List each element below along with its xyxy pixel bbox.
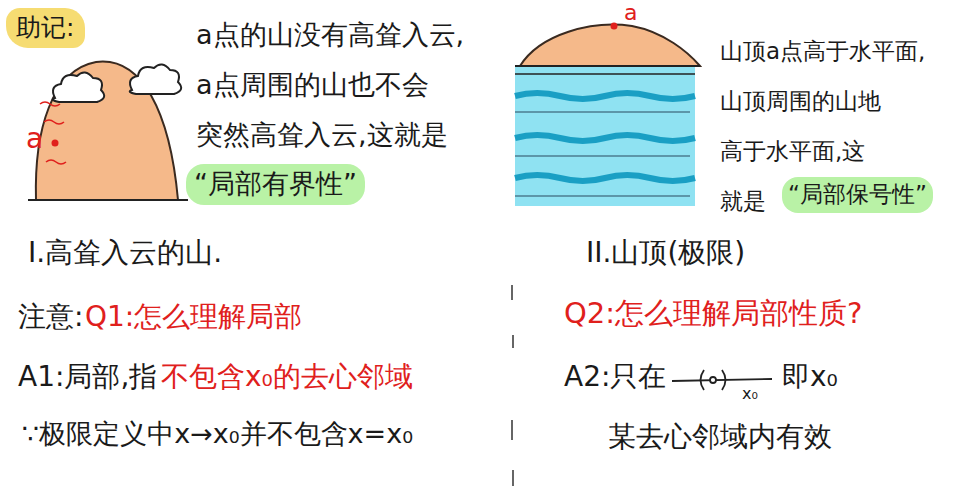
answer-text: 某去心邻域内有效 [608, 420, 832, 454]
highlight-yellow: 助记: [6, 8, 85, 48]
note-text: 山顶a点高于水平面, 山顶周围的山地 高于水平面,这 就是 [720, 26, 964, 226]
note-text: 注意: [18, 300, 83, 334]
highlight-text: “局部有界性” [194, 168, 357, 200]
section-heading: II.山顶(极限) [586, 236, 745, 270]
question-text: Q2:怎么理解局部性质? [564, 296, 862, 331]
point-label: a [624, 0, 637, 26]
highlight-green: “局部有界性” [186, 164, 365, 205]
answer-text: A1:局部,指 [18, 360, 157, 394]
highlight-text: “局部保号性” [788, 181, 927, 209]
axis-label: x₀ [742, 384, 758, 403]
answer-text: A2:只在 [564, 360, 666, 394]
mountain-right [515, 23, 700, 207]
note-text: ∵极限定义中x→x₀并不包含x=x₀ [22, 418, 413, 450]
highlight-text: 助记: [16, 13, 74, 43]
answer-highlight: 不包含x₀的去心邻域 [161, 360, 413, 394]
highlight-green: “局部保号性” [782, 177, 933, 213]
answer-text: 即x₀ [782, 360, 838, 394]
note-text: a点的山没有高耸入云, a点周围的山也不会 突然高耸入云,这就是 [196, 10, 496, 160]
divider [512, 285, 513, 486]
mountain-left [28, 62, 188, 200]
question-text: Q1:怎么理解局部 [85, 300, 302, 334]
section-heading: I.高耸入云的山. [28, 236, 222, 270]
point-label: a [26, 122, 43, 156]
